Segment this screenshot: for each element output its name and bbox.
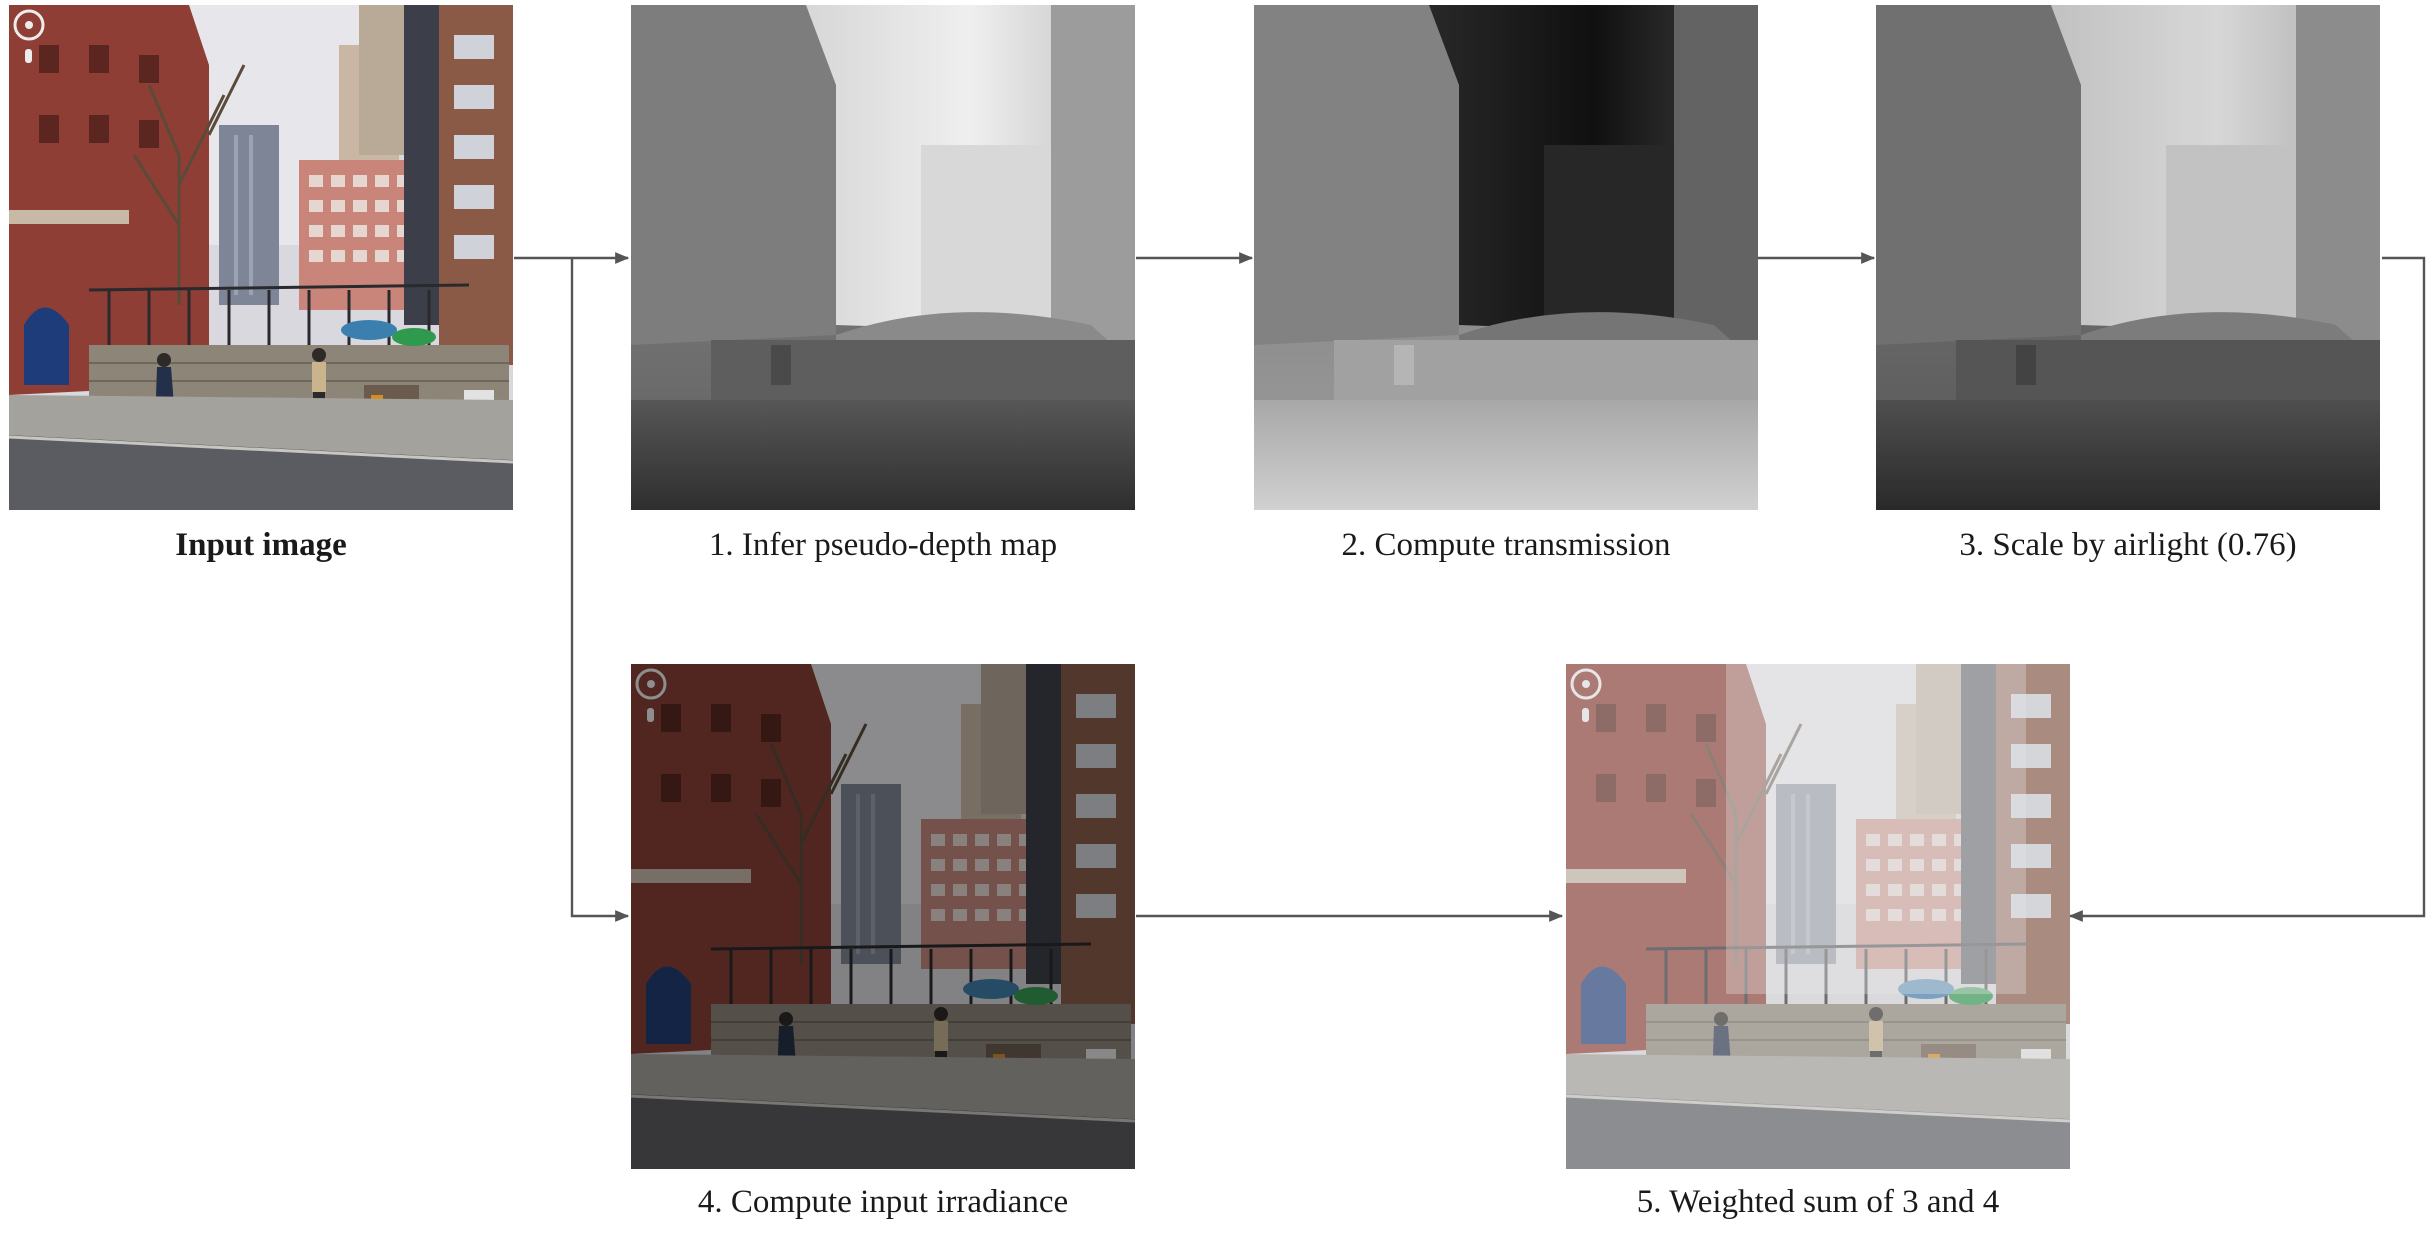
airlight-scaled-image	[1876, 5, 2380, 510]
airlight-panel	[1876, 5, 2380, 510]
irradiance-caption: 4. Compute input irradiance	[697, 1184, 1069, 1220]
input-street-image	[9, 5, 513, 510]
transmission-caption: 2. Compute transmission	[1341, 527, 1671, 563]
arrow-airlight-to-weighted	[2068, 256, 2426, 922]
pseudo-depth-image	[631, 5, 1135, 510]
depth-map-panel	[631, 5, 1135, 510]
input-image-caption: Input image	[175, 527, 347, 563]
hazy-result-image	[1566, 664, 2070, 1169]
depth-map-caption: 1. Infer pseudo-depth map	[708, 527, 1058, 563]
transmission-panel	[1254, 5, 1758, 510]
transmission-image	[1254, 5, 1758, 510]
irradiance-image	[631, 664, 1135, 1169]
airlight-caption: 3. Scale by airlight (0.76)	[1959, 527, 2297, 563]
arrow-input-to-irradiance	[570, 258, 630, 922]
weighted-sum-caption: 5. Weighted sum of 3 and 4	[1636, 1184, 2000, 1220]
input-image-panel	[9, 5, 513, 510]
weighted-sum-panel	[1566, 664, 2070, 1169]
irradiance-panel	[631, 664, 1135, 1169]
